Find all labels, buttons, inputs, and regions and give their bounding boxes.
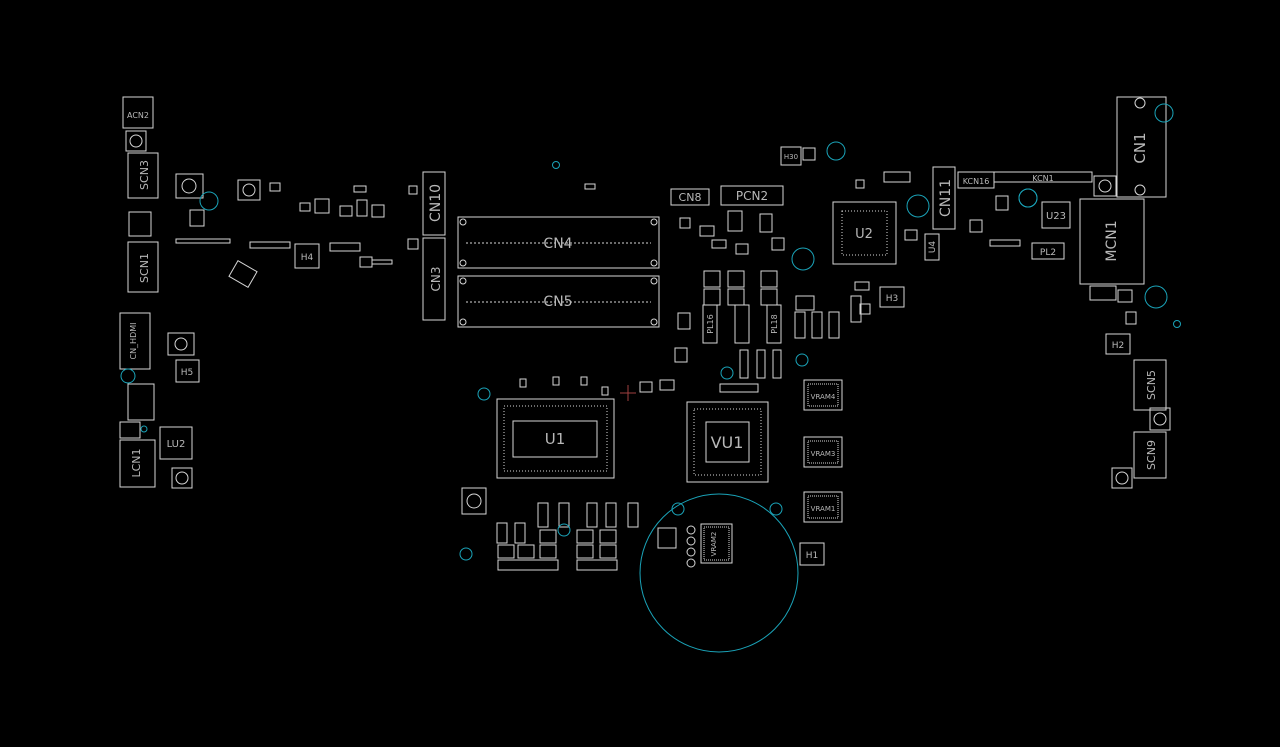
lu2-chip[interactable]: LU2 bbox=[159, 426, 193, 460]
u23-label: U23 bbox=[1046, 211, 1066, 222]
kcn16-label: KCN16 bbox=[963, 177, 990, 186]
u2-label: U2 bbox=[855, 227, 873, 242]
h4-label: H4 bbox=[301, 253, 314, 263]
cn4-memory-slot[interactable]: CN4 bbox=[457, 216, 660, 269]
kcn1-connector[interactable]: KCN1 bbox=[993, 171, 1093, 183]
cn11-connector[interactable]: CN11 bbox=[932, 166, 956, 230]
acn2-label: ACN2 bbox=[127, 111, 149, 120]
u4-label: U4 bbox=[928, 241, 938, 254]
vram4-label: VRAM4 bbox=[811, 393, 836, 401]
cn3-connector[interactable]: CN3 bbox=[422, 237, 446, 321]
cn1-connector[interactable]: CN1 bbox=[1116, 96, 1167, 198]
vram1-chip[interactable]: VRAM1 bbox=[803, 491, 843, 523]
h5-label: H5 bbox=[181, 368, 194, 378]
cn5-memory-slot[interactable]: CN5 bbox=[457, 275, 660, 328]
h2-label: H2 bbox=[1112, 341, 1125, 351]
scn1-label: SCN1 bbox=[138, 253, 151, 283]
scn5-connector[interactable]: SCN5 bbox=[1133, 359, 1167, 411]
cn11-label: CN11 bbox=[938, 179, 954, 217]
lcn1-label: LCN1 bbox=[130, 448, 143, 477]
vram3-chip[interactable]: VRAM3 bbox=[803, 436, 843, 468]
mcn1-label: MCN1 bbox=[1104, 220, 1120, 261]
mounting-holes bbox=[120, 103, 1181, 653]
cn1-label: CN1 bbox=[1131, 132, 1149, 163]
scn3-label: SCN3 bbox=[138, 160, 151, 190]
u1-cpu[interactable]: U1 bbox=[496, 398, 615, 479]
h5-mount[interactable]: H5 bbox=[175, 359, 200, 383]
vram3-label: VRAM3 bbox=[811, 450, 836, 458]
pcn2-label: PCN2 bbox=[736, 189, 768, 203]
pl18-inductor[interactable]: PL18 bbox=[766, 304, 782, 344]
scn5-label: SCN5 bbox=[1145, 370, 1158, 400]
pl16-inductor[interactable]: PL16 bbox=[702, 304, 718, 344]
h2-mount[interactable]: H2 bbox=[1105, 333, 1131, 355]
pl2-label: PL2 bbox=[1040, 248, 1056, 258]
cn5-label: CN5 bbox=[543, 294, 572, 310]
scn3-connector[interactable]: SCN3 bbox=[127, 152, 159, 199]
mcn1-connector[interactable]: MCN1 bbox=[1079, 198, 1145, 285]
h1-label: H1 bbox=[806, 551, 819, 561]
cn4-label: CN4 bbox=[543, 236, 572, 252]
pl18-label: PL18 bbox=[770, 314, 779, 333]
vram2-chip[interactable]: VRAM2 bbox=[700, 523, 733, 564]
u23-chip[interactable]: U23 bbox=[1041, 201, 1071, 229]
cn-hdmi-connector[interactable]: CN_HDMI bbox=[119, 312, 151, 370]
h30-label: H30 bbox=[784, 153, 798, 161]
scn1-connector[interactable]: SCN1 bbox=[127, 241, 159, 293]
cn3-label: CN3 bbox=[429, 267, 443, 292]
lu2-label: LU2 bbox=[167, 439, 186, 450]
h4-mount[interactable]: H4 bbox=[294, 243, 320, 269]
pl16-label: PL16 bbox=[706, 314, 715, 333]
cn10-label: CN10 bbox=[428, 184, 444, 222]
h1-mount[interactable]: H1 bbox=[799, 542, 825, 566]
acn2-connector[interactable]: ACN2 bbox=[122, 96, 154, 129]
vram2-label: VRAM2 bbox=[710, 532, 718, 557]
cn-hdmi-label: CN_HDMI bbox=[129, 322, 138, 359]
probe-marker bbox=[620, 385, 636, 401]
h30-mount[interactable]: H30 bbox=[780, 146, 802, 166]
h3-mount[interactable]: H3 bbox=[879, 286, 905, 308]
pcn2-connector[interactable]: PCN2 bbox=[720, 185, 784, 206]
vram1-label: VRAM1 bbox=[811, 505, 836, 513]
scn9-label: SCN9 bbox=[1145, 440, 1158, 470]
cn8-label: CN8 bbox=[679, 191, 702, 204]
kcn16-connector[interactable]: KCN16 bbox=[957, 171, 995, 189]
u4-chip[interactable]: U4 bbox=[924, 233, 940, 261]
vu1-label: VU1 bbox=[711, 433, 744, 452]
kcn1-label: KCN1 bbox=[1032, 174, 1053, 183]
fan-hole-outline bbox=[639, 493, 799, 653]
lcn1-connector[interactable]: LCN1 bbox=[119, 439, 156, 488]
cn8-connector[interactable]: CN8 bbox=[670, 188, 710, 206]
h3-label: H3 bbox=[886, 294, 899, 304]
u1-label: U1 bbox=[545, 430, 566, 448]
cn10-connector[interactable]: CN10 bbox=[422, 171, 446, 236]
vu1-gpu[interactable]: VU1 bbox=[686, 401, 769, 483]
vram4-chip[interactable]: VRAM4 bbox=[803, 379, 843, 411]
pl2-inductor[interactable]: PL2 bbox=[1031, 242, 1065, 260]
scn9-connector[interactable]: SCN9 bbox=[1133, 431, 1167, 479]
u2-chip[interactable]: U2 bbox=[832, 201, 897, 265]
